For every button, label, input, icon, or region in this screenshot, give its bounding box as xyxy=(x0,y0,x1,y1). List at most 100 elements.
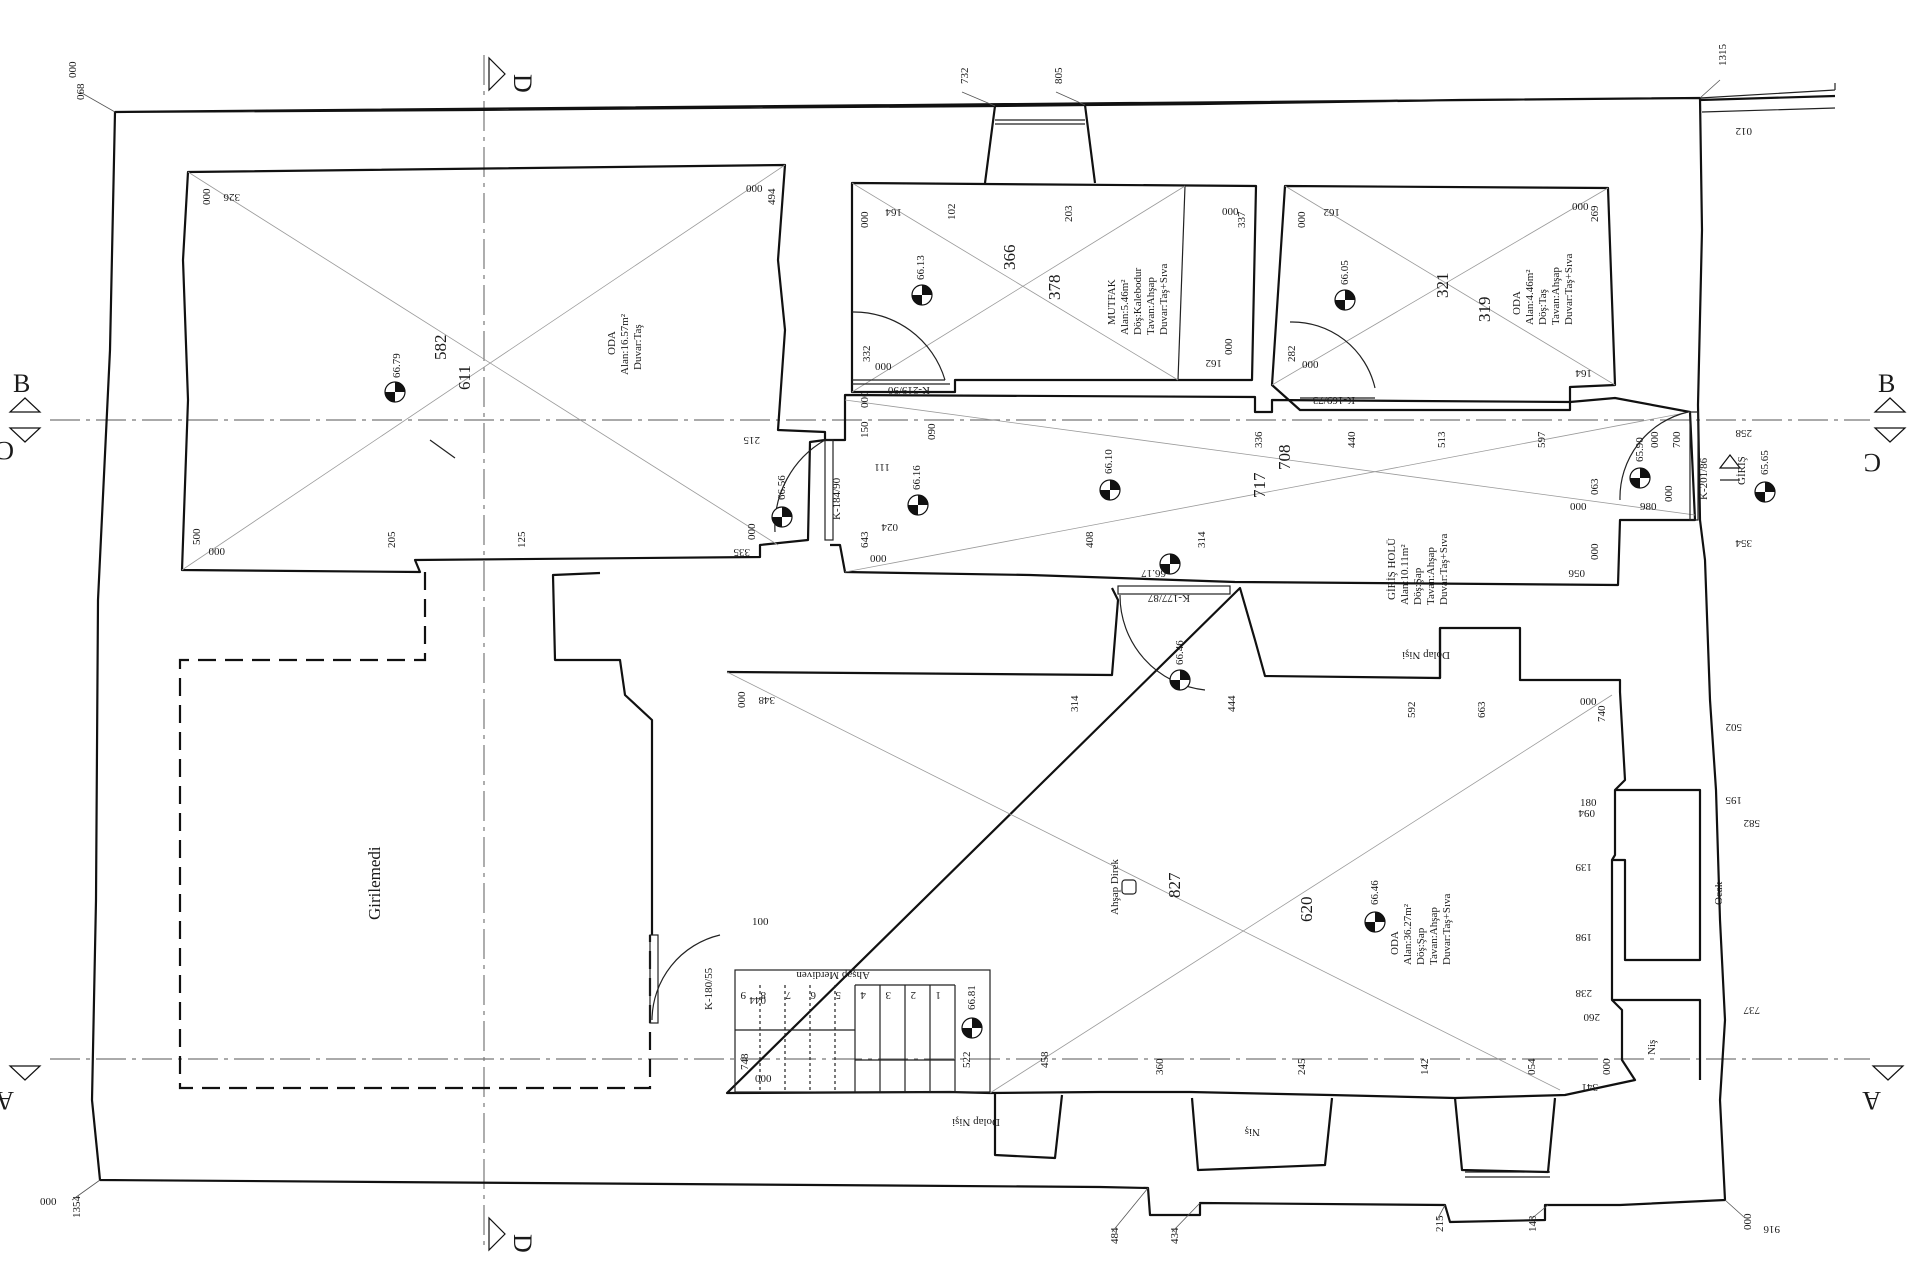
svg-text:643: 643 xyxy=(859,531,871,548)
svg-text:000: 000 xyxy=(1580,696,1597,708)
svg-text:66.46: 66.46 xyxy=(1369,880,1381,905)
svg-text:000: 000 xyxy=(870,553,887,565)
stair-step-4: 4 xyxy=(860,989,866,1001)
giris-holu-dim-b: 708 xyxy=(1275,445,1294,471)
stair-step-3: 3 xyxy=(885,989,891,1001)
svg-text:732: 732 xyxy=(959,68,971,85)
svg-text:805: 805 xyxy=(1053,67,1065,84)
section-label-c-left: C xyxy=(0,436,14,465)
svg-text:000: 000 xyxy=(40,1196,57,1208)
mutfak-dim-b: 378 xyxy=(1045,275,1064,301)
svg-text:65.90: 65.90 xyxy=(1634,437,1646,462)
room-mutfak: 366 378 MUTFAK Alan:5.46m² Döş:Kalebodur… xyxy=(850,104,1258,394)
svg-text:K-177/87: K-177/87 xyxy=(1147,592,1190,604)
svg-text:ODA: ODA xyxy=(1511,291,1523,315)
svg-text:100: 100 xyxy=(752,916,769,928)
svg-text:000: 000 xyxy=(1572,201,1589,213)
room-oda-small: 321 319 ODA Alan:4.46m² Döş:Taş Tavan:Ah… xyxy=(1270,184,1617,412)
svg-text:Döş:Şap: Döş:Şap xyxy=(1415,927,1427,965)
svg-text:348: 348 xyxy=(758,694,775,706)
svg-text:434: 434 xyxy=(1169,1227,1181,1244)
level-marker-oda-small: 66.05 xyxy=(1334,260,1356,311)
svg-text:000: 000 xyxy=(1601,1058,1613,1075)
svg-text:000: 000 xyxy=(746,523,758,540)
section-label-b-left: B xyxy=(13,369,30,398)
svg-text:582: 582 xyxy=(1744,817,1761,829)
svg-text:513: 513 xyxy=(1436,431,1448,448)
svg-text:000: 000 xyxy=(1742,1213,1754,1230)
svg-text:094: 094 xyxy=(1578,807,1595,819)
nis-right-label: Niş xyxy=(1646,1040,1658,1055)
level-marker-1: 66.56 xyxy=(771,475,793,528)
svg-text:336: 336 xyxy=(1253,431,1265,448)
mutfak-dim-a: 366 xyxy=(1000,245,1019,271)
svg-text:000: 000 xyxy=(1223,338,1235,355)
svg-text:500: 500 xyxy=(191,528,203,545)
section-marker-a-right: A xyxy=(1862,1065,1905,1115)
outer-walls xyxy=(90,83,1836,1224)
svg-text:Duvar:Taş: Duvar:Taş xyxy=(632,324,644,370)
section-label-d-top: D xyxy=(508,74,537,93)
svg-text:164: 164 xyxy=(885,206,902,218)
ahsap-direk xyxy=(1121,879,1137,895)
svg-text:024: 024 xyxy=(881,521,898,533)
oda-top-dim-b: 611 xyxy=(455,365,474,390)
top-window xyxy=(995,119,1085,125)
door-k201: K-201/86 xyxy=(1689,411,1710,521)
svg-text:Tavan:Ahşap: Tavan:Ahşap xyxy=(1425,547,1437,605)
svg-text:66.17: 66.17 xyxy=(1141,567,1166,579)
level-marker-oda-top: 66.79 xyxy=(384,353,406,403)
svg-text:663: 663 xyxy=(1476,701,1488,718)
stair-step-8: 8 xyxy=(760,989,766,1001)
svg-text:502: 502 xyxy=(1726,721,1743,733)
ahsap-merdiven-label: Ahşap Merdiven xyxy=(796,969,870,981)
svg-text:597: 597 xyxy=(1536,431,1548,448)
svg-text:205: 205 xyxy=(386,531,398,548)
svg-text:Döş:Kalebodur: Döş:Kalebodur xyxy=(1132,267,1144,335)
outer-wall-outline xyxy=(90,94,1836,1224)
svg-text:195: 195 xyxy=(1725,794,1742,806)
level-marker-7: 66.81 xyxy=(961,985,983,1039)
svg-text:162: 162 xyxy=(1324,206,1341,218)
giris-holu-label: GİRİŞ HOLÜ Alan:10.11m² Döş:Şap Tavan:Ah… xyxy=(1386,533,1450,605)
level-marker-oda-big: 66.46 xyxy=(1364,880,1386,933)
svg-text:000: 000 xyxy=(875,361,892,373)
svg-text:748: 748 xyxy=(739,1053,751,1070)
svg-text:180: 180 xyxy=(1580,797,1597,809)
svg-text:440: 440 xyxy=(1346,431,1358,448)
section-label-a-right: A xyxy=(1862,1086,1881,1115)
dolap-nisi-bottom xyxy=(993,1092,1064,1160)
nis-bottom-label: Niş xyxy=(1245,1126,1260,1138)
svg-text:K-169/73: K-169/73 xyxy=(1312,394,1355,406)
oda-big-dim-b: 620 xyxy=(1297,897,1316,923)
dolap-nisi-bottom-label: Dolap Nişi xyxy=(952,1116,1000,1128)
svg-text:66.56: 66.56 xyxy=(776,475,788,500)
stair-step-7: 7 xyxy=(785,989,791,1001)
section-label-c-right: C xyxy=(1864,448,1881,477)
entrance-marker: GİRİŞ xyxy=(1718,454,1748,485)
oda-small-dim-a: 321 xyxy=(1433,273,1452,299)
svg-text:063: 063 xyxy=(1589,478,1601,495)
outer-wall-top-extension xyxy=(1699,83,1836,113)
svg-text:GİRİŞ HOLÜ: GİRİŞ HOLÜ xyxy=(1386,538,1398,600)
svg-text:MUTFAK: MUTFAK xyxy=(1106,279,1118,325)
oda-big-label: ODA Alan:36.27m² Döş:Şap Tavan:Ahşap Duv… xyxy=(1389,893,1453,965)
svg-text:000: 000 xyxy=(1302,359,1319,371)
svg-text:111: 111 xyxy=(874,461,890,473)
svg-text:1315: 1315 xyxy=(1717,44,1729,67)
svg-text:000: 000 xyxy=(67,61,79,78)
level-marker-4: 66.46 xyxy=(1169,640,1191,691)
svg-text:66.05: 66.05 xyxy=(1339,260,1351,285)
svg-text:Alan:36.27m²: Alan:36.27m² xyxy=(1402,903,1414,965)
svg-text:198: 198 xyxy=(1575,931,1592,943)
svg-text:916: 916 xyxy=(1763,1223,1780,1235)
stair-step-5: 5 xyxy=(835,989,841,1001)
svg-text:000: 000 xyxy=(859,391,871,408)
stairs: Ahşap Merdiven 1 2 3 4 5 6 7 8 9 xyxy=(734,969,991,1093)
svg-text:258: 258 xyxy=(1735,427,1752,439)
leader-lines xyxy=(71,79,1746,1233)
svg-text:000: 000 xyxy=(755,1073,772,1085)
mutfak-label: MUTFAK Alan:5.46m² Döş:Kalebodur Tavan:A… xyxy=(1106,263,1170,335)
ahsap-direk-label: Ahşap Direk xyxy=(1109,859,1121,915)
svg-text:65.65: 65.65 xyxy=(1759,450,1771,475)
